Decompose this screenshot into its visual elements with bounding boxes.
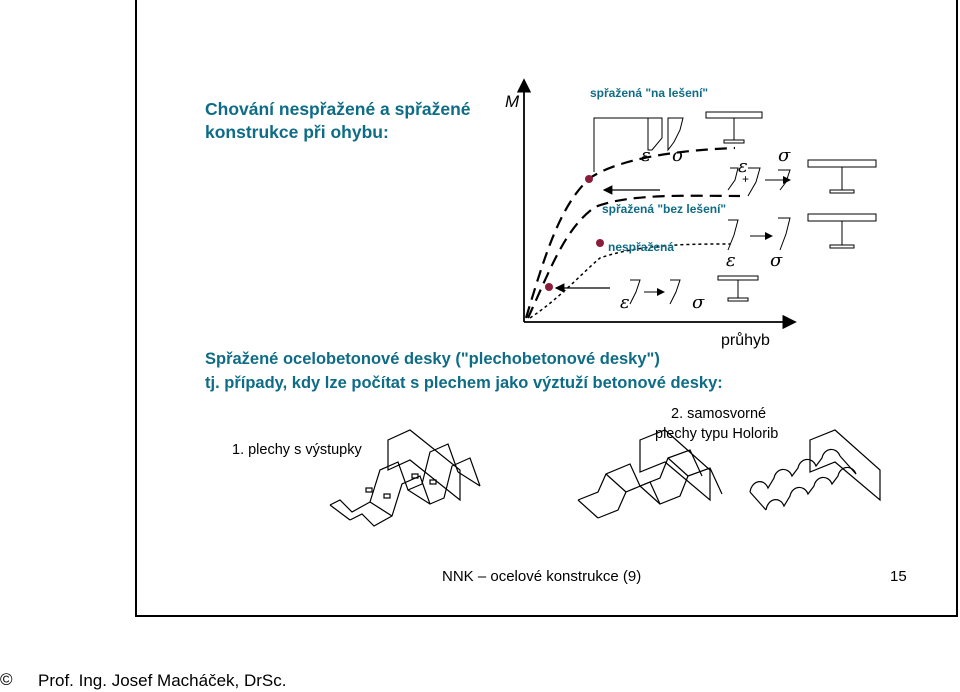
plus-sign: + bbox=[742, 172, 750, 186]
marker-no-scaffold bbox=[596, 239, 604, 247]
diagram-lower-sketch bbox=[629, 217, 791, 305]
page-number: 15 bbox=[890, 568, 907, 585]
strain-symbol-2: ε bbox=[738, 156, 748, 177]
item-2-caption-line1: 2. samosvorné bbox=[671, 406, 767, 422]
marker-noncomposite bbox=[545, 283, 553, 291]
strain-symbol-3: ε bbox=[726, 250, 736, 271]
strain-symbol-4: ε bbox=[620, 292, 630, 313]
strain-symbol-1: ε bbox=[641, 145, 651, 166]
stress-symbol-4: σ bbox=[692, 292, 705, 313]
label-scaffold: spřažená "na lešení" bbox=[590, 86, 709, 100]
section-subheading: tj. případy, kdy lze počítat s plechem j… bbox=[205, 374, 723, 392]
label-noncomposite: nespřažená bbox=[608, 240, 675, 254]
item-1-caption: 1. plechy s výstupky bbox=[232, 442, 362, 458]
label-no-scaffold: spřažená "bez lešení" bbox=[602, 202, 727, 216]
item-2-caption-line2: plechy typu Holorib bbox=[655, 426, 779, 442]
curve-noncomposite bbox=[529, 243, 731, 319]
diagram-mid-sketch bbox=[727, 159, 877, 249]
section-heading: Spřažené ocelobetonové desky ("plechobet… bbox=[205, 350, 660, 368]
copyright-symbol: © bbox=[0, 670, 13, 689]
stress-symbol-1: σ bbox=[672, 145, 685, 166]
slide-title: Chování nespřažené a spřažené konstrukce… bbox=[205, 99, 471, 142]
curve-no-scaffold bbox=[526, 194, 741, 319]
marker-scaffold bbox=[585, 175, 593, 183]
stress-symbol-2: σ bbox=[778, 145, 791, 166]
footer-course: NNK – ocelové konstrukce (9) bbox=[442, 568, 642, 585]
y-axis-label: M bbox=[505, 92, 520, 111]
holorib-deck-illustration bbox=[749, 429, 881, 511]
author-credit: Prof. Ing. Josef Macháček, DrSc. bbox=[38, 671, 287, 690]
trapezoidal-deck-illustration bbox=[577, 429, 723, 519]
diagram-scaffold-sketch bbox=[647, 111, 763, 152]
x-axis-label: průhyb bbox=[721, 332, 770, 349]
slide-frame bbox=[135, 0, 958, 617]
stress-symbol-3: σ bbox=[770, 250, 783, 271]
ribbed-deck-illustration bbox=[329, 429, 481, 527]
leader-scaffold bbox=[593, 117, 650, 172]
